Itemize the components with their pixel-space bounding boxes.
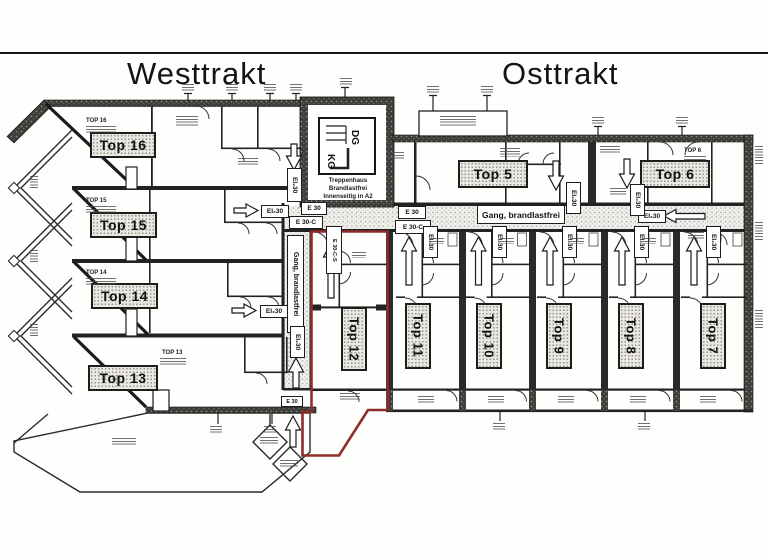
- unit-label-top16: Top 16: [90, 132, 156, 158]
- illegible-microtext: [260, 437, 278, 445]
- illegible-microtext: [352, 252, 366, 258]
- fire-label-ei30-stair: EI₂30: [287, 168, 302, 202]
- illegible-microtext: [280, 460, 298, 468]
- illegible-microtext: [86, 126, 116, 134]
- illegible-microtext: [755, 310, 763, 328]
- fire-label-e30-west: E 30: [301, 202, 327, 215]
- illegible-microtext: [700, 396, 716, 403]
- illegible-microtext: [30, 250, 38, 264]
- illegible-microtext: [610, 188, 626, 195]
- illegible-microtext: [238, 158, 258, 166]
- fire-label-ei30-strip14: EI₂30: [260, 305, 288, 318]
- unit-label-top8: Top 8: [618, 303, 644, 369]
- south-unit-interior: [396, 231, 462, 402]
- illegible-microtext: [630, 396, 646, 403]
- corridor-label-west: Gang, brandlastfrei: [287, 235, 304, 333]
- illegible-microtext: [388, 152, 404, 160]
- caption-top6: TOP 6: [684, 148, 702, 154]
- bottom-terrace: [13, 389, 311, 493]
- illegible-microtext: [500, 148, 520, 157]
- illegible-microtext: [418, 396, 434, 403]
- south-party-walls: [386, 232, 680, 411]
- illegible-microtext: [440, 116, 476, 126]
- fire-label-e30-exit: E 30: [281, 396, 303, 407]
- illegible-microtext: [210, 426, 222, 434]
- fire-label-e30-east: E 30: [398, 206, 426, 219]
- fire-label-ei30-top7: EI₂30: [706, 226, 721, 258]
- illegible-microtext: [176, 116, 198, 126]
- illegible-microtext: [755, 146, 763, 164]
- door-arrows: [231, 143, 706, 448]
- illegible-microtext: [688, 232, 704, 239]
- title-osttrakt: Osttrakt: [502, 56, 619, 91]
- fire-label-e30cs-top12: E 30-C-S: [326, 226, 342, 274]
- illegible-microtext: [30, 324, 38, 338]
- illegible-microtext: [500, 238, 514, 244]
- unit-label-top15: Top 15: [90, 212, 157, 238]
- north-door-arcs: [415, 141, 728, 246]
- window-ticks: [184, 86, 686, 424]
- corridor-label-east: Gang, brandlastfrei: [477, 205, 565, 224]
- caption-top13: TOP 13: [162, 350, 183, 356]
- illegible-microtext: [264, 426, 276, 434]
- caption-top16: TOP 16: [86, 118, 107, 124]
- unit-label-top14: Top 14: [91, 283, 158, 309]
- stairwell-text-1: Treppenhaus: [328, 177, 368, 184]
- illegible-microtext: [86, 206, 116, 214]
- illegible-microtext: [488, 396, 504, 403]
- illegible-microtext: [755, 222, 763, 240]
- stair-level-dg: DG: [349, 129, 360, 145]
- unit-label-top11: Top 11: [405, 303, 431, 369]
- illegible-microtext: [676, 117, 688, 125]
- fire-label-e30c-west: E 30-C: [289, 216, 323, 229]
- fire-label-ei30-westcorridor: EI₂30: [290, 326, 305, 358]
- unit-label-top9: Top 9: [546, 303, 572, 369]
- illegible-microtext: [340, 393, 360, 401]
- title-westtrakt: Westtrakt: [127, 56, 267, 91]
- east-wing-walls: [311, 110, 754, 413]
- illegible-microtext: [340, 78, 352, 86]
- illegible-microtext: [30, 176, 38, 190]
- stairwell-text-2: Brandlastfrei: [328, 185, 368, 192]
- illegible-microtext: [684, 156, 706, 162]
- top12-highlight-outline: [301, 230, 389, 457]
- illegible-microtext: [112, 438, 136, 446]
- unit-label-top6: Top 6: [640, 160, 710, 188]
- illegible-microtext: [570, 238, 584, 244]
- illegible-microtext: [182, 84, 194, 92]
- caption-top14: TOP 14: [86, 270, 107, 276]
- illegible-microtext: [600, 146, 620, 154]
- unit-label-top12: Top 12: [341, 307, 367, 371]
- illegible-microtext: [427, 86, 439, 94]
- fire-label-ei30-strip15: EI₂30: [261, 205, 289, 218]
- fire-label-ei30-top6door: EI₂30: [630, 184, 645, 216]
- fire-label-ei30-top6: EI₂30: [638, 210, 666, 223]
- unit-label-top7: Top 7: [700, 303, 726, 369]
- stairwell-block: [299, 96, 395, 208]
- fire-label-ei30-top5door: EI₂30: [566, 182, 581, 214]
- unit-label-top10: Top 10: [476, 303, 502, 369]
- illegible-microtext: [160, 358, 186, 366]
- caption-top15: TOP 15: [86, 198, 107, 204]
- terrace-chevrons: [7, 129, 73, 395]
- illegible-microtext: [592, 117, 604, 125]
- illegible-microtext: [481, 86, 493, 94]
- top-rule: [0, 52, 768, 54]
- west-wing-walls: [6, 99, 317, 414]
- illegible-microtext: [290, 84, 302, 92]
- unit-label-top13: Top 13: [88, 365, 158, 391]
- illegible-microtext: [264, 84, 276, 92]
- stairwell-text-3: Innenseitig in A2: [323, 193, 373, 200]
- illegible-microtext: [430, 238, 444, 244]
- unit-label-top5: Top 5: [458, 160, 528, 188]
- illegible-microtext: [638, 423, 650, 430]
- illegible-microtext: [642, 238, 656, 244]
- illegible-microtext: [558, 396, 574, 403]
- illegible-microtext: [493, 423, 505, 430]
- illegible-microtext: [226, 84, 238, 92]
- illegible-microtext: [86, 278, 116, 286]
- stair-level-kg: KG: [325, 153, 336, 169]
